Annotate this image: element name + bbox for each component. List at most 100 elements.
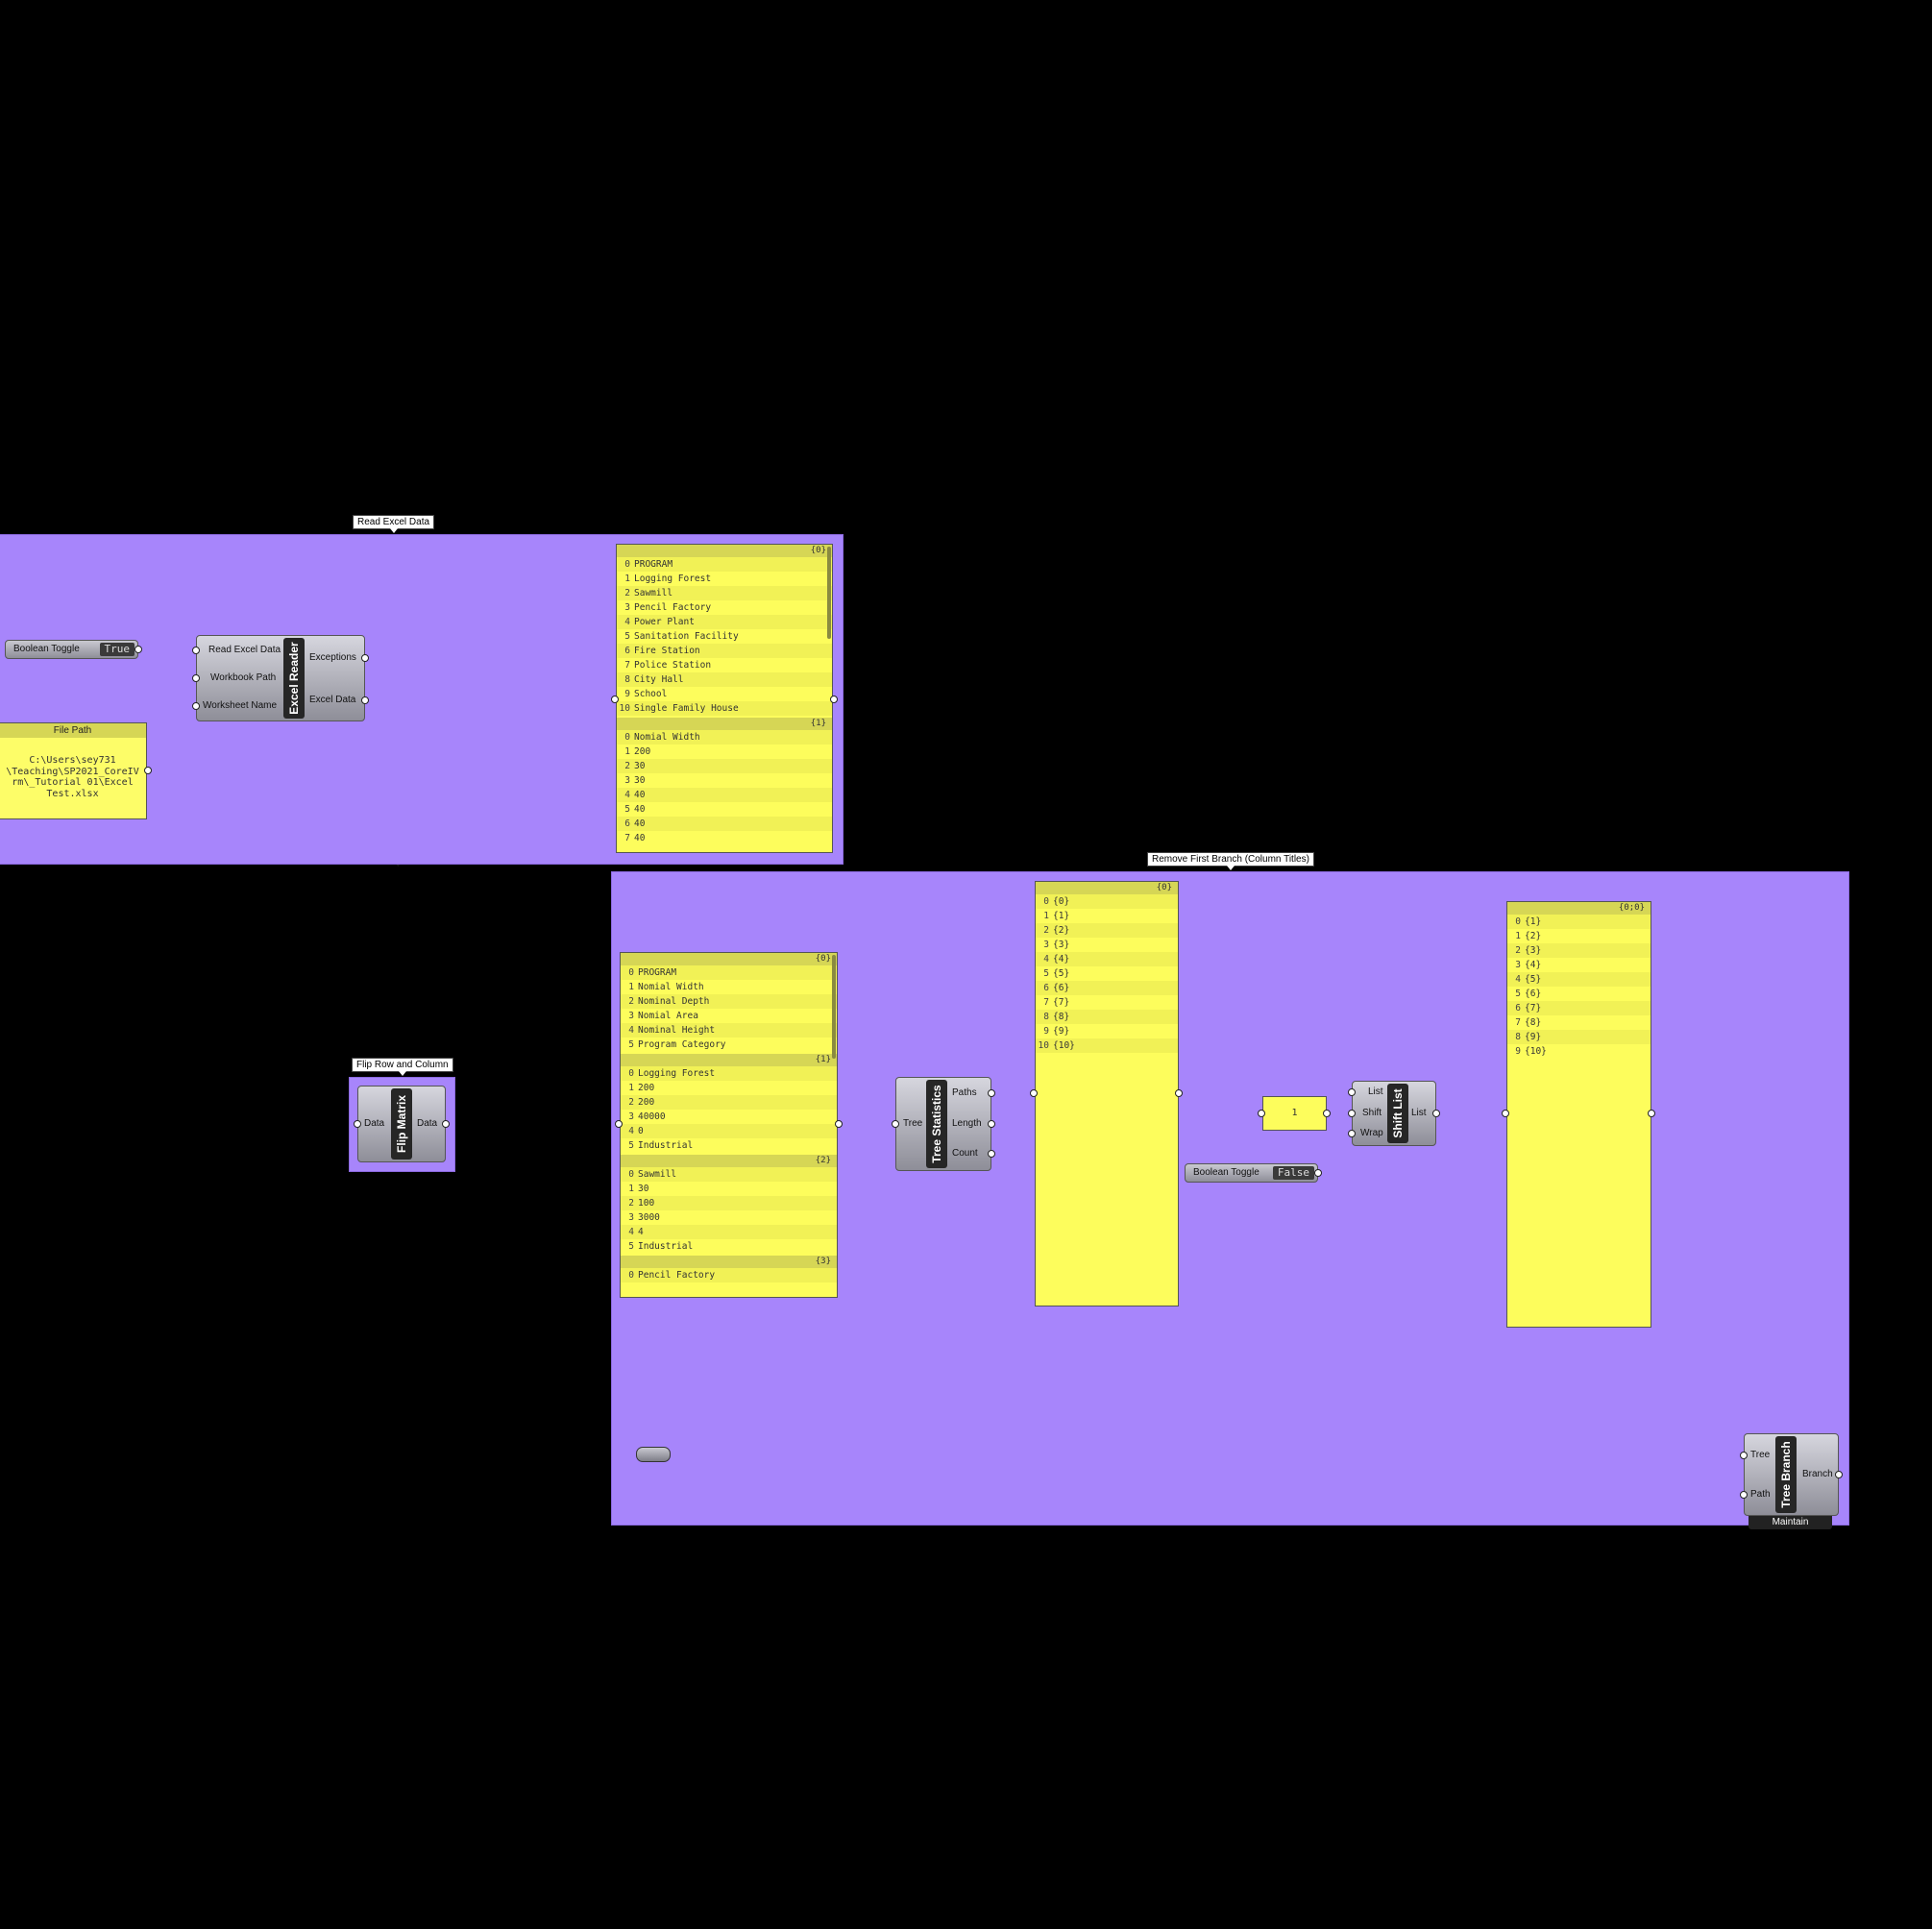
output-grip[interactable] (442, 1120, 450, 1128)
list-item: 6{7} (1507, 1001, 1651, 1015)
excel-reader-component[interactable]: Read Excel Data Workbook Path Worksheet … (192, 635, 369, 721)
shifted-paths-panel[interactable]: {0;0} 0{1} 1{2} 2{3} 3{4} 4{5} 5{6} 6{7}… (1506, 901, 1651, 1328)
output-grip[interactable] (1314, 1169, 1322, 1177)
panel-input-grip[interactable] (615, 1120, 623, 1128)
output-exceptions[interactable]: Exceptions (309, 652, 356, 663)
list-item: 0{1} (1507, 915, 1651, 929)
panel-output-grip[interactable] (835, 1120, 843, 1128)
output-grip[interactable] (988, 1150, 995, 1158)
branch-header: {0;0} (1507, 902, 1651, 915)
input-grip[interactable] (192, 674, 200, 682)
output-branch[interactable]: Branch (1802, 1469, 1833, 1479)
wrap-boolean-toggle[interactable]: Boolean Toggle False (1185, 1163, 1322, 1183)
toggle-value[interactable]: True (99, 643, 135, 656)
shift-list-component[interactable]: List Shift Wrap Shift List List (1348, 1081, 1440, 1146)
shift-value[interactable]: 1 (1291, 1108, 1298, 1118)
output-count[interactable]: Count (952, 1148, 978, 1159)
tree-statistics-component[interactable]: Tree Tree Statistics Paths Length Count (892, 1077, 995, 1171)
panel-output-grip[interactable] (830, 696, 838, 703)
input-grip[interactable] (192, 702, 200, 710)
panel-scrollbar[interactable] (832, 955, 836, 1059)
panel-output-grip[interactable] (1648, 1110, 1655, 1117)
input-workbook-path[interactable]: Workbook Path (210, 672, 277, 683)
input-grip[interactable] (892, 1120, 899, 1128)
output-grip[interactable] (361, 696, 369, 704)
input-grip[interactable] (1740, 1491, 1748, 1499)
output-length[interactable]: Length (952, 1118, 982, 1129)
output-excel-data[interactable]: Excel Data (309, 695, 356, 705)
file-path-panel[interactable]: File Path C:\Users\sey731 \Teaching\SP20… (0, 722, 147, 819)
input-data[interactable]: Data (364, 1118, 385, 1129)
output-grip[interactable] (1432, 1110, 1440, 1117)
input-shift[interactable]: Shift (1362, 1108, 1382, 1118)
panel-input-grip[interactable] (1502, 1110, 1509, 1117)
output-data[interactable]: Data (417, 1118, 438, 1129)
list-item: 10{10} (1036, 1038, 1178, 1053)
input-grip[interactable] (1740, 1452, 1748, 1459)
read-boolean-toggle[interactable]: Boolean Toggle True (5, 640, 142, 659)
input-read-excel-data[interactable]: Read Excel Data (208, 645, 281, 655)
group-label-remove-first-branch: Remove First Branch (Column Titles) (1147, 852, 1314, 870)
input-list[interactable]: List (1368, 1087, 1383, 1097)
input-grip[interactable] (1348, 1110, 1356, 1117)
toggle-label: Boolean Toggle (1193, 1167, 1259, 1178)
input-grip[interactable] (192, 647, 200, 654)
relay-node[interactable] (636, 1447, 671, 1462)
list-item: 1{2} (1515, 931, 1542, 941)
input-grip[interactable] (1348, 1130, 1356, 1137)
file-path-output-grip[interactable] (144, 767, 152, 774)
output-grip[interactable] (361, 654, 369, 662)
shift-value-panel[interactable]: 1 (1262, 1096, 1327, 1131)
branch-header: {1} (621, 1054, 837, 1066)
output-grip[interactable] (135, 646, 142, 653)
output-list[interactable]: List (1411, 1108, 1427, 1118)
input-worksheet-name[interactable]: Worksheet Name (203, 700, 278, 711)
panel-input-grip[interactable] (1030, 1089, 1038, 1097)
branch-header: {0} (621, 953, 837, 965)
tree-branch-name: Tree Branch (1775, 1436, 1797, 1513)
panel-input-grip[interactable] (611, 696, 619, 703)
output-paths[interactable]: Paths (952, 1087, 977, 1098)
paths-panel[interactable]: {0} 0{0} 1{1} 2{2} 3{3} 4{4} 5{5} 6{6} 7… (1035, 881, 1179, 1306)
input-tree[interactable]: Tree (1750, 1450, 1771, 1460)
input-grip[interactable] (1348, 1088, 1356, 1096)
panel-output-grip[interactable] (1323, 1110, 1331, 1117)
input-path[interactable]: Path (1750, 1489, 1771, 1500)
panel-input-grip[interactable] (1258, 1110, 1265, 1117)
flip-matrix-component[interactable]: Data Flip Matrix Data (354, 1086, 450, 1162)
tree-branch-mode-label[interactable]: Maintain (1749, 1516, 1832, 1529)
output-grip[interactable] (988, 1089, 995, 1097)
list-item: 2{2} (1036, 923, 1178, 938)
input-tree[interactable]: Tree (903, 1118, 923, 1129)
tree-branch-component[interactable]: Tree Path Tree Branch Branch (1740, 1433, 1843, 1516)
group-label-flip: Flip Row and Column (352, 1058, 453, 1076)
output-grip[interactable] (988, 1120, 995, 1128)
toggle-value[interactable]: False (1272, 1166, 1314, 1180)
output-grip[interactable] (1835, 1471, 1843, 1478)
input-wrap[interactable]: Wrap (1360, 1128, 1383, 1138)
branch-header: {0} (617, 545, 832, 557)
input-grip[interactable] (354, 1120, 361, 1128)
list-item: 2{3} (1507, 943, 1651, 958)
panel-scrollbar[interactable] (827, 547, 831, 639)
list-item: 4{4} (1036, 952, 1178, 966)
panel-output-grip[interactable] (1175, 1089, 1183, 1097)
